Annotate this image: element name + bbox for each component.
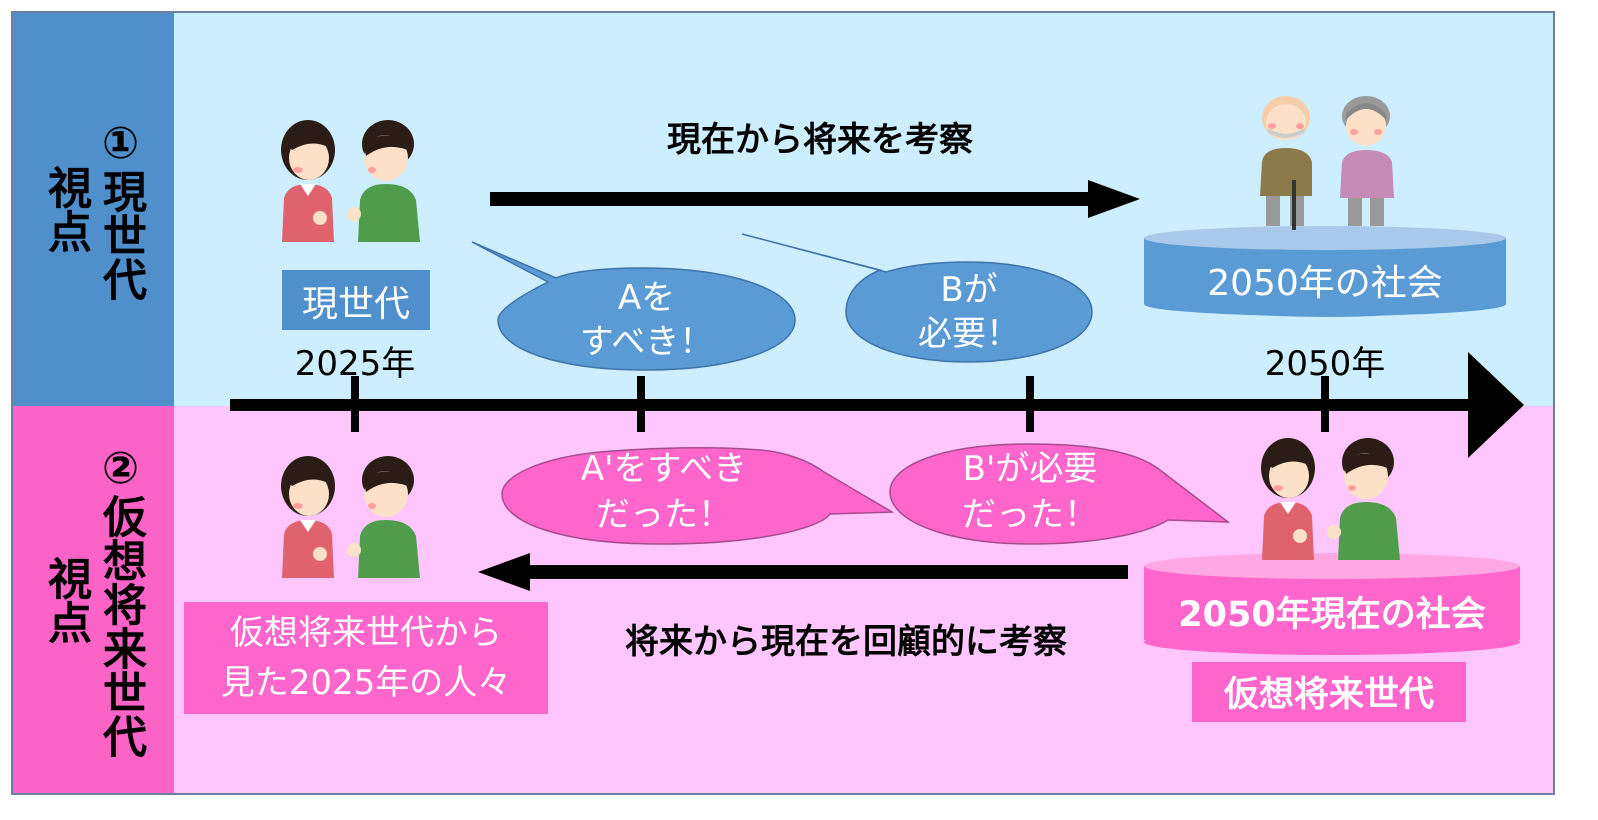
current-perspective-col1: ①現世代 xyxy=(95,117,146,301)
people-label-line1: 仮想将来世代から xyxy=(230,613,502,653)
current-to-future-arrowhead xyxy=(1088,180,1140,218)
tick-a xyxy=(637,376,645,432)
future-to-current-arrow xyxy=(528,565,1128,579)
current-perspective-label: ①現世代 視点 xyxy=(12,12,174,406)
year-2025: 2025年 xyxy=(294,344,416,384)
bubble-b-top-line2: 必要！ xyxy=(918,314,1020,354)
current-side-panel xyxy=(12,12,174,406)
bubble-b-top-line1: Bが xyxy=(940,270,998,310)
future-perspective-label: ②仮想将来世代 視点 xyxy=(12,406,174,794)
bubble-a-bottom-line1: A'をすべき xyxy=(580,449,748,489)
people-label: 仮想将来世代から 見た2025年の人々 xyxy=(184,608,548,708)
bubble-a-top-line2: すべき！ xyxy=(579,322,714,362)
tick-b xyxy=(1026,376,1034,432)
future-gen-label: 仮想将来世代 xyxy=(1223,675,1434,715)
current-perspective-col2: 視点 xyxy=(40,165,91,253)
future-perspective-col1: ②仮想将来世代 xyxy=(95,442,146,758)
society-label-bottom: 2050年現在の社会 xyxy=(1178,595,1486,635)
bottom-caption: 将来から現在を回顧的に考察 xyxy=(625,622,1067,662)
people-label-line2: 見た2025年の人々 xyxy=(220,663,512,703)
future-perspective-col2: 視点 xyxy=(40,556,91,644)
society-label-top: 2050年の社会 xyxy=(1207,263,1443,304)
tick-2050 xyxy=(1321,376,1329,432)
bubble-a-bottom-text: A'をすべき だった！ xyxy=(540,446,788,538)
current-gen-label: 現世代 xyxy=(301,284,410,325)
timeline xyxy=(230,399,1480,411)
year-2050: 2050年 xyxy=(1264,344,1386,384)
bubble-b-top-text: Bが 必要！ xyxy=(846,268,1092,356)
timeline-arrowhead xyxy=(1468,352,1524,458)
people-label-box xyxy=(184,602,548,714)
bubble-b-bottom-line2: だった！ xyxy=(962,495,1098,535)
bubble-b-bottom-line1: B'が必要 xyxy=(962,449,1098,489)
future-to-current-arrowhead xyxy=(478,553,530,591)
bubble-a-top xyxy=(471,241,796,371)
tick-2025 xyxy=(351,376,359,432)
future-side-panel xyxy=(12,406,174,794)
future-gen-label-box xyxy=(1192,662,1466,722)
bubble-b-bottom-text: B'が必要 だった！ xyxy=(910,446,1150,538)
bubble-a-bottom xyxy=(501,447,895,545)
current-gen-label-box xyxy=(282,270,430,330)
bubble-b-bottom xyxy=(889,443,1231,545)
top-caption: 現在から将来を考察 xyxy=(667,120,973,160)
bubble-a-top-line1: Aを xyxy=(617,278,676,318)
bubble-b-top xyxy=(741,233,1093,363)
bubble-a-bottom-line2: だった！ xyxy=(596,495,732,535)
current-to-future-arrow xyxy=(490,192,1090,206)
bubble-a-top-text: Aを すべき！ xyxy=(498,276,795,364)
